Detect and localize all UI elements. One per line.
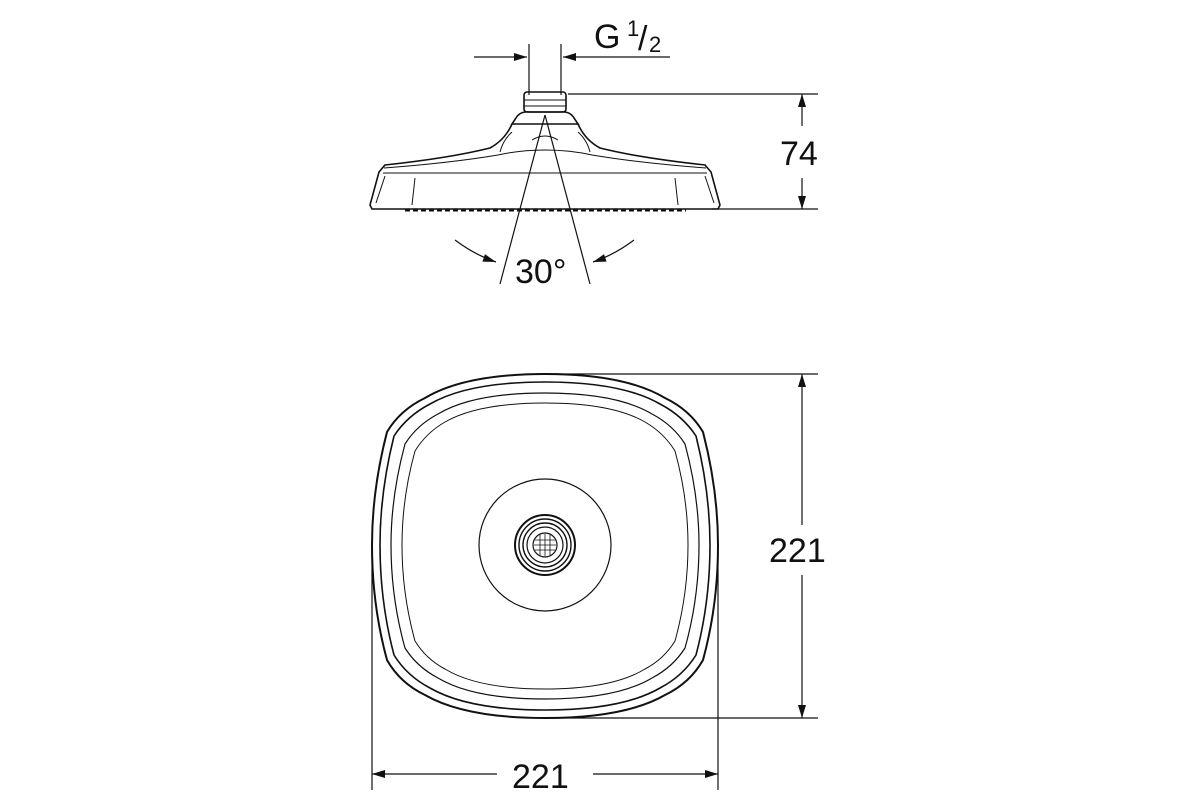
shower-head-profile — [369, 123, 721, 212]
width-label-top: 221 — [512, 758, 569, 796]
width-dimension-top — [371, 545, 719, 790]
height-dimension-top — [545, 373, 818, 719]
height-dimension-side — [568, 93, 818, 210]
thread-size-denominator: 2 — [649, 32, 661, 57]
filter-mesh — [534, 534, 556, 556]
connector-nut — [510, 91, 580, 125]
side-view — [369, 44, 818, 285]
thread-size-numerator: 1 — [627, 16, 639, 41]
swivel-angle-label: 30° — [515, 253, 566, 291]
thread-size-prefix: G — [594, 18, 620, 56]
swivel-angle-lines — [454, 114, 635, 285]
top-view — [370, 372, 818, 790]
center-connector — [478, 478, 612, 612]
height-label-side: 74 — [780, 135, 818, 173]
thread-size-slash: / — [638, 20, 648, 58]
thread-dimension — [474, 44, 670, 95]
height-label-top: 221 — [769, 532, 826, 570]
